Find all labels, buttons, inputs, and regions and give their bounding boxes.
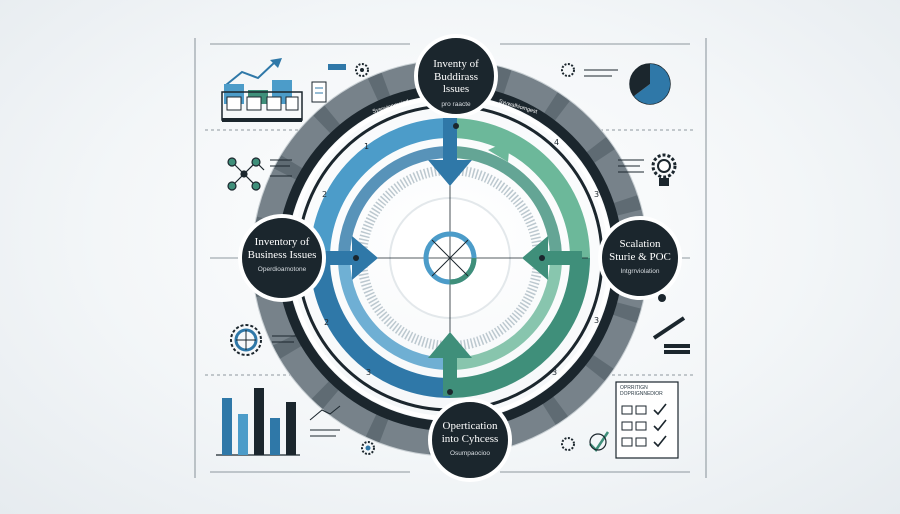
chart-bar bbox=[254, 388, 264, 455]
segment-number: 3 bbox=[552, 368, 558, 377]
chart-bar bbox=[238, 414, 248, 455]
node-right-label: Scalation Sturie & POC Intgrrviolation bbox=[604, 238, 676, 276]
node-bottom-label: Opertication into Cyhcess Osumpaocioo bbox=[432, 420, 508, 458]
arrow-up bbox=[428, 332, 472, 396]
node-top-title-1: Inventy of bbox=[433, 58, 479, 70]
checklist-header: OPRRITIGN DOPRIGNNEDIOR bbox=[620, 385, 663, 397]
checklist-panel bbox=[561, 381, 679, 459]
top-right-illustration bbox=[561, 63, 671, 105]
node-bottom-subtitle: Osumpaocioo bbox=[449, 450, 491, 458]
lightbulb-gear-icon bbox=[618, 153, 677, 186]
node-bottom-title-2: into Cyhcess bbox=[441, 432, 499, 445]
node-right-title-2: Sturie & POC bbox=[609, 250, 671, 263]
checklist-header-line1: OPRRITIGN bbox=[620, 385, 648, 391]
segment-number: 3 bbox=[594, 316, 600, 325]
node-right-subtitle: Intgrrviolation bbox=[620, 268, 660, 276]
segment-number: 4 bbox=[554, 138, 560, 147]
node-bottom-title-1: Opertication bbox=[442, 420, 498, 432]
node-top-label: Inventy of Buddirass lssues pro raacte bbox=[420, 58, 492, 108]
pen-icon bbox=[652, 294, 690, 354]
segment-number: 1 bbox=[364, 142, 370, 151]
target-icon bbox=[230, 324, 296, 356]
frame-guides bbox=[194, 38, 707, 478]
bottom-left-bar-chart bbox=[216, 388, 375, 456]
arrow-down bbox=[428, 118, 472, 186]
chart-bar bbox=[222, 398, 232, 455]
node-right-title-1: Scalation bbox=[619, 238, 661, 250]
center-target bbox=[423, 231, 477, 285]
segment-number: 3 bbox=[366, 368, 372, 377]
network-icon bbox=[227, 157, 292, 191]
chart-bar bbox=[270, 418, 280, 455]
node-circles bbox=[238, 34, 682, 482]
node-left-title-1: Inventory of bbox=[254, 236, 310, 248]
node-top-subtitle: pro raacte bbox=[441, 100, 471, 108]
node-left-subtitle: Operdioamotone bbox=[257, 266, 307, 274]
chart-bar bbox=[286, 402, 296, 455]
arrow-right bbox=[320, 236, 378, 280]
arrow-curve-green bbox=[488, 140, 510, 162]
top-left-illustration bbox=[221, 58, 369, 122]
arrow-left bbox=[522, 236, 582, 280]
node-left-title-2: Business Issues bbox=[247, 248, 317, 261]
node-left-label: Inventory of Business Issues Operdioamot… bbox=[244, 236, 320, 274]
connector-dots bbox=[353, 123, 545, 395]
checklist-header-line2: DOPRIGNNEDIOR bbox=[620, 390, 663, 397]
node-top-title-2: Buddirass lssues bbox=[434, 70, 478, 96]
segment-number: 3 bbox=[594, 190, 600, 199]
segment-number: 2 bbox=[324, 318, 330, 327]
segment-number: 2 bbox=[322, 190, 328, 199]
